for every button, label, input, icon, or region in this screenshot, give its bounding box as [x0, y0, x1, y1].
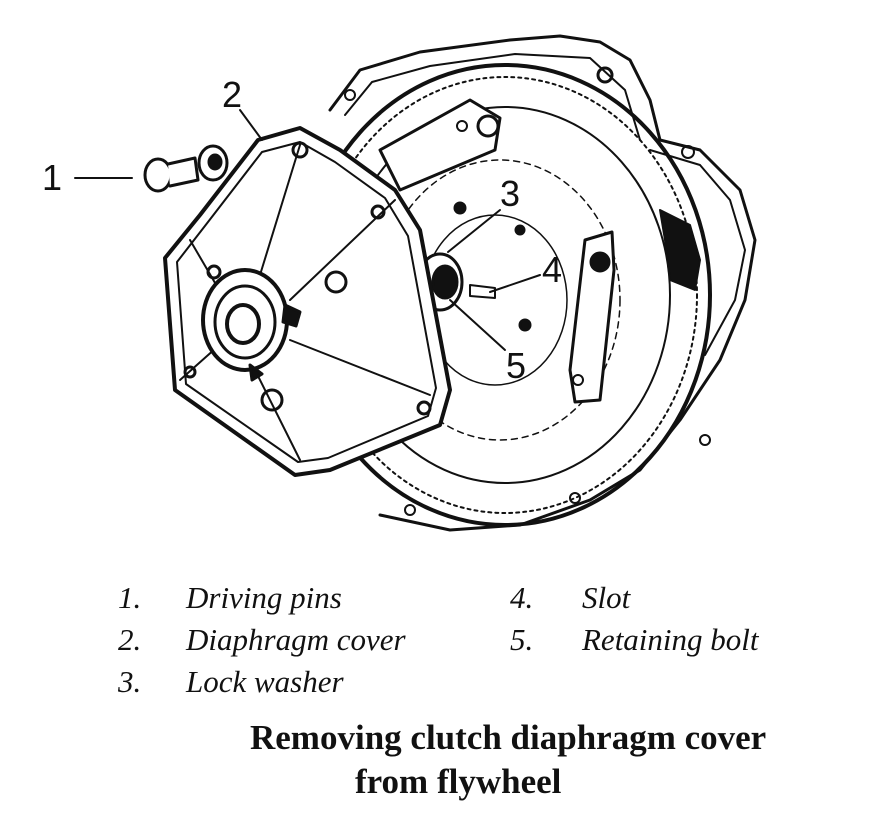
cover-hole — [416, 400, 432, 416]
legend-label: Driving pins — [186, 580, 342, 615]
housing-hole — [569, 492, 581, 504]
driving-pin-nut-bore — [207, 153, 223, 171]
housing-hole — [404, 504, 416, 516]
leader-line-5 — [449, 299, 506, 351]
cover-hole — [370, 204, 386, 220]
legend-item: 5. Retaining bolt — [510, 622, 759, 658]
slot-shape — [469, 284, 496, 299]
right-lever-hole — [572, 374, 584, 386]
legend-number: 3. — [118, 664, 142, 699]
cover-hub-lug — [248, 363, 264, 382]
legend-number: 2. — [118, 622, 142, 657]
flywheel-bolt — [518, 318, 532, 332]
cover-spoke — [259, 144, 301, 276]
right-lever — [568, 230, 616, 404]
flywheel-bolt — [514, 224, 526, 236]
legend-label: Retaining bolt — [582, 622, 759, 657]
clutch-illustration — [74, 34, 757, 532]
callout-1: 1 — [42, 157, 63, 198]
leader-line-2 — [239, 109, 263, 141]
legend-item: 3. Lock washer — [118, 664, 344, 700]
driving-pin-shank — [166, 156, 200, 188]
clutch-drawing — [74, 34, 757, 532]
cover-hole — [183, 365, 197, 379]
cover-hole — [324, 270, 348, 294]
housing-hole — [681, 145, 695, 159]
callout-4: 4 — [542, 249, 563, 290]
legend-item: 4. Slot — [510, 580, 630, 616]
flywheel-bolt — [453, 201, 467, 215]
callout-5: 5 — [506, 345, 527, 386]
upper-lever-hole-2 — [456, 120, 468, 132]
cover-hole — [206, 264, 222, 280]
diaphragm-cover-inner — [176, 141, 437, 463]
right-lever-bolt — [589, 251, 611, 273]
cover-spoke — [289, 339, 431, 396]
legend-label: Diaphragm cover — [186, 622, 406, 657]
caption-line-2: from flywheel — [355, 762, 562, 801]
callout-2: 2 — [222, 74, 243, 115]
cover-hub-mid — [213, 284, 277, 360]
caption-line-1: Removing clutch diaphragm cover — [250, 718, 767, 757]
cover-hole — [291, 141, 309, 159]
legend-item: 1. Driving pins — [118, 580, 342, 616]
gear-sector — [659, 209, 701, 291]
cover-hole — [260, 388, 284, 412]
legend-label: Lock washer — [186, 664, 344, 699]
callout-3: 3 — [500, 173, 521, 214]
retaining-bolt-shape — [431, 264, 459, 300]
legend-item: 2. Diaphragm cover — [118, 622, 406, 658]
housing-hole — [344, 89, 356, 101]
housing-flange — [649, 149, 746, 356]
legend-number: 5. — [510, 622, 534, 657]
legend-number: 4. — [510, 580, 534, 615]
legend-label: Slot — [582, 580, 631, 615]
bellhousing-inner — [344, 53, 641, 141]
housing-hole — [596, 66, 614, 84]
upper-lever-hole — [476, 114, 500, 138]
leader-line-4 — [489, 274, 541, 293]
housing-hole — [699, 434, 711, 446]
leader-line-3 — [447, 209, 501, 253]
legend-number: 1. — [118, 580, 142, 615]
upper-lever — [378, 98, 502, 192]
bellhousing-outline — [328, 34, 757, 532]
cover-hub-lug — [281, 303, 302, 328]
cover-hub-bore — [225, 303, 261, 345]
